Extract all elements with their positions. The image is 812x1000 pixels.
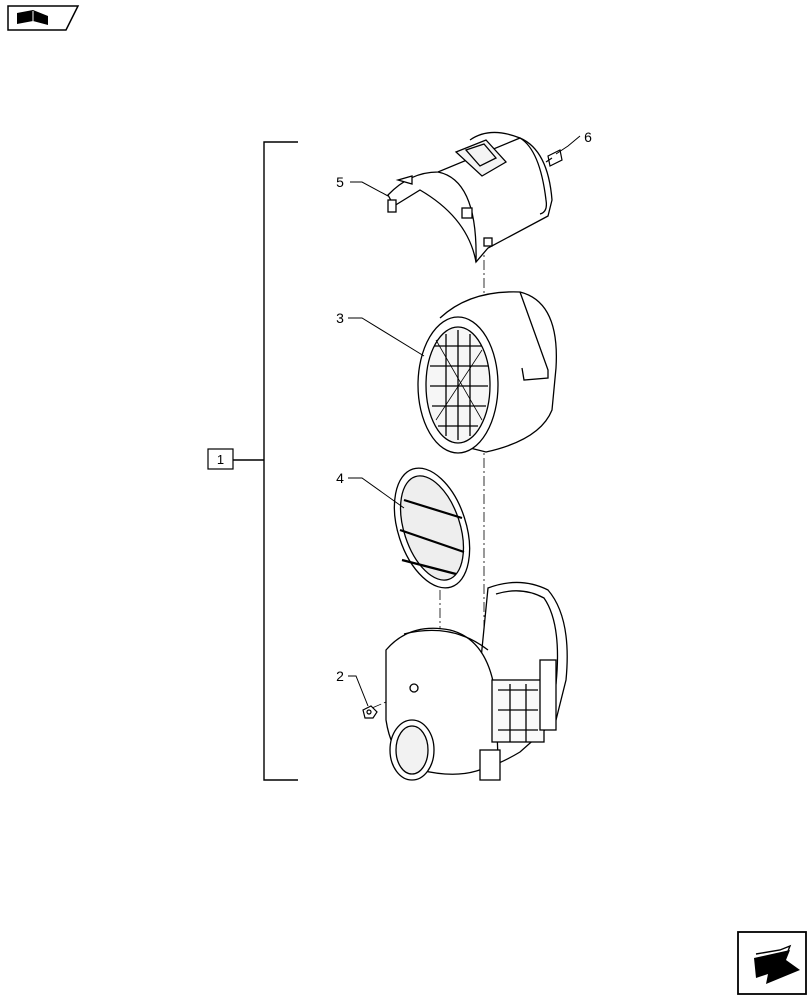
callout-1[interactable]: 1 [217, 452, 224, 467]
housing-part[interactable] [385, 581, 568, 781]
next-page-arrow-icon[interactable] [737, 931, 807, 995]
callout-6[interactable]: 6 [584, 129, 592, 145]
callout-4[interactable]: 4 [336, 470, 344, 486]
safety-element-part[interactable] [381, 459, 484, 598]
callout-5[interactable]: 5 [336, 174, 344, 190]
leader-lines [348, 135, 581, 707]
clip-part[interactable] [545, 149, 563, 167]
callout-box-1 [207, 448, 234, 470]
callout-2[interactable]: 2 [336, 668, 344, 684]
cover-part[interactable] [387, 131, 553, 264]
callout-3[interactable]: 3 [336, 310, 344, 326]
filter-element-part[interactable] [417, 291, 558, 454]
book-icon[interactable] [7, 5, 80, 31]
nut-part[interactable] [362, 705, 378, 719]
assembly-bracket [233, 141, 298, 781]
